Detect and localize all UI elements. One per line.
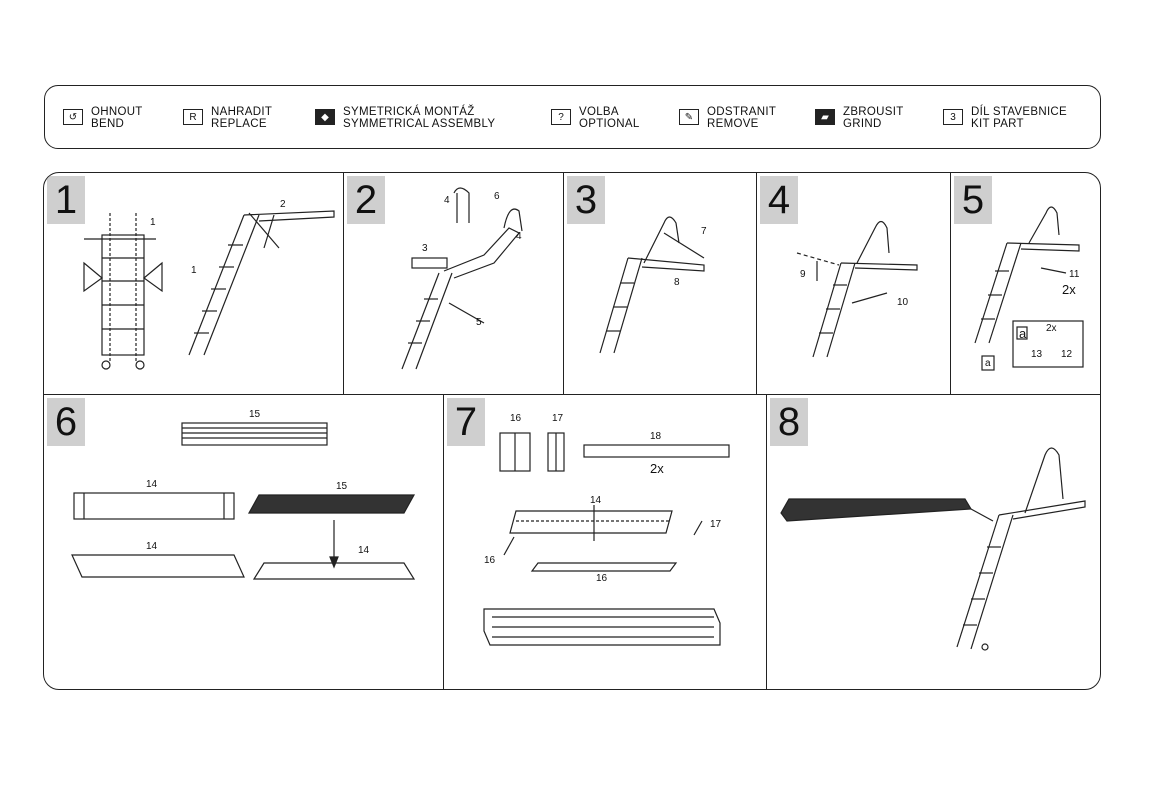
step-number: 7: [447, 398, 485, 446]
part-label: 2x: [650, 461, 664, 476]
part-label: a: [985, 358, 991, 369]
legend-label: DÍL STAVEBNICE: [971, 106, 1068, 118]
ladder-hook-drawing: [974, 206, 1084, 371]
step-number: 6: [47, 398, 85, 446]
part-label: 4: [516, 231, 522, 242]
step-number: 4: [760, 176, 798, 224]
step-tread-drawing: [71, 422, 416, 580]
grind-icon: ▰: [815, 109, 835, 125]
legend-label: SYMETRICKÁ MONTÁŽ: [343, 106, 475, 118]
optional-icon: ?: [551, 109, 571, 125]
part-label: 11: [1069, 269, 1080, 280]
step-number: 3: [567, 176, 605, 224]
step-panel-5: 5 11 2x a 2x 13 12 a: [951, 173, 1100, 395]
legend-label: KIT PART: [971, 118, 1024, 130]
part-label: 7: [701, 226, 707, 237]
part-label: a: [1019, 326, 1027, 341]
part-label: 9: [800, 269, 806, 280]
kit-part-icon: 3: [943, 109, 963, 125]
part-label: 5: [476, 317, 482, 328]
part-label: 16: [596, 573, 608, 584]
legend-label: SYMMETRICAL ASSEMBLY: [343, 118, 496, 130]
part-label: 2x: [1046, 323, 1057, 334]
legend-label: NAHRADIT: [211, 106, 273, 118]
part-label: 15: [249, 409, 261, 420]
ladder-support-drawing: [599, 216, 705, 354]
bend-icon: ↺: [63, 109, 83, 125]
part-label: 2: [280, 199, 286, 210]
step-assembly-drawing: [483, 432, 730, 646]
legend-label: OPTIONAL: [579, 118, 640, 130]
legend-label: REPLACE: [211, 118, 267, 130]
part-label: 10: [897, 297, 909, 308]
part-label: 14: [146, 541, 158, 552]
ladder-rail-drawing: [796, 220, 918, 358]
part-label: 8: [674, 277, 680, 288]
part-label: 18: [650, 431, 662, 442]
legend-label: REMOVE: [707, 118, 759, 130]
part-label: 16: [510, 413, 522, 424]
legend-label: ODSTRANIT: [707, 106, 777, 118]
remove-icon: ✎: [679, 109, 699, 125]
step-panel-2: 2 4 6 4 3 5: [344, 173, 564, 395]
part-label: 1: [150, 217, 156, 228]
instruction-panels: 1 1 1 2 2: [43, 172, 1101, 690]
step-panel-8: 8: [767, 395, 1100, 689]
legend-label: VOLBA: [579, 106, 619, 118]
final-ladder-drawing: [780, 447, 1086, 651]
part-label: 14: [590, 495, 602, 506]
part-label: 14: [358, 545, 370, 556]
part-label: 15: [336, 481, 348, 492]
step-number: 5: [954, 176, 992, 224]
part-label: 16: [484, 555, 496, 566]
part-label: 13: [1031, 349, 1043, 360]
symmetrical-assembly-icon: ◆: [315, 109, 335, 125]
part-label: 17: [710, 519, 722, 530]
part-label: 6: [494, 191, 500, 202]
legend-label: GRIND: [843, 118, 882, 130]
legend-label: BEND: [91, 118, 125, 130]
step-number: 2: [347, 176, 385, 224]
step-number: 8: [770, 398, 808, 446]
part-label: 2x: [1062, 282, 1076, 297]
legend-label: OHNOUT: [91, 106, 143, 118]
part-label: 1: [191, 265, 197, 276]
step-panel-3: 3 7 8: [564, 173, 757, 395]
legend-label: ZBROUSIT: [843, 106, 904, 118]
part-label: 4: [444, 195, 450, 206]
step-panel-7: 7 16 17 18 2x 14 17 16 16: [444, 395, 767, 689]
replace-icon: R: [183, 109, 203, 125]
part-label: 3: [422, 243, 428, 254]
ladder-frame-drawing: [401, 187, 523, 370]
step-panel-1: 1 1 1 2: [44, 173, 344, 395]
step-panel-6: 6 15 14 15 14 14: [44, 395, 444, 689]
part-label: 17: [552, 413, 564, 424]
part-label: 14: [146, 479, 158, 490]
step-panel-4: 4 9 10: [757, 173, 951, 395]
part-label: 12: [1061, 349, 1073, 360]
step-number: 1: [47, 176, 85, 224]
ladder-bend-drawing: [83, 210, 335, 370]
